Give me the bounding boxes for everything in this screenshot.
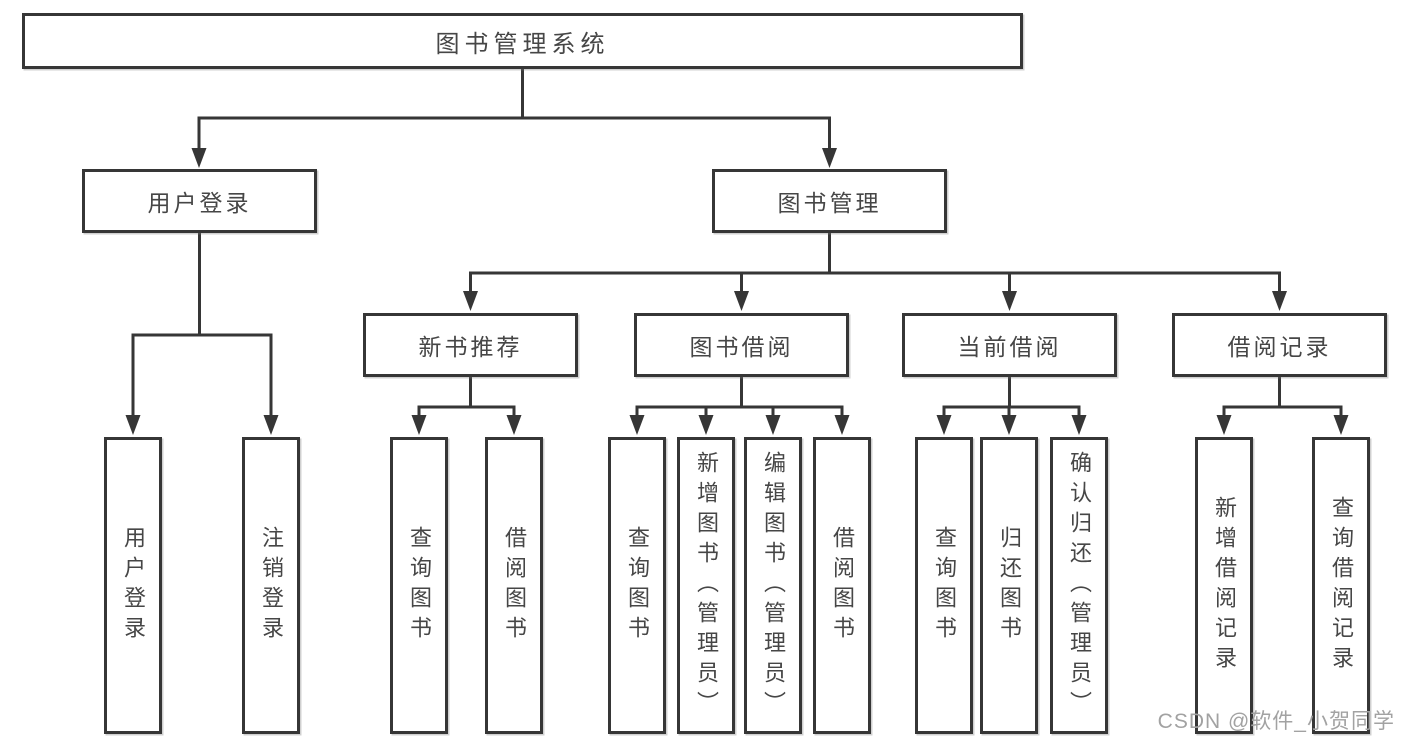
node-current-borrowing: 当前借阅 [902,313,1117,377]
arrow-down-icon [411,415,427,435]
connector-bookmgmt-bar [469,271,1281,294]
leaf-add-books-admin: 新增图书（管理员） [677,437,735,734]
leaf-add-borrow-record: 新增借阅记录 [1195,437,1253,734]
node-borrowing-records: 借阅记录 [1172,313,1387,377]
arrow-down-icon [463,291,478,311]
arrow-down-icon [936,415,952,435]
arrow-down-icon [629,415,645,435]
arrow-down-icon [698,415,714,435]
arrow-down-icon [765,415,781,435]
leaf-borrow-books-recommend: 借阅图书 [485,437,543,734]
connector-borrowing-fork [635,405,844,418]
leaf-confirm-return-admin: 确认归还（管理员） [1050,437,1108,734]
arrow-down-icon [1216,415,1232,435]
connector-root-to-level2 [197,116,831,150]
connector-arrowheads [125,148,1349,435]
connector-recommend-fork [417,405,516,418]
arrow-down-icon [125,415,141,435]
node-new-book-recommend: 新书推荐 [363,313,578,377]
leaf-query-books-current: 查询图书 [915,437,973,734]
connector-current-fork [942,405,1081,418]
arrow-down-icon [506,415,522,435]
leaf-user-login: 用户登录 [104,437,162,734]
arrow-down-icon [191,148,207,168]
node-book-management: 图书管理 [712,169,947,233]
node-root-library-management-system: 图书管理系统 [22,13,1023,69]
arrow-down-icon [263,415,279,435]
arrow-down-icon [1272,291,1287,311]
leaf-logout-login: 注销登录 [242,437,300,734]
csdn-watermark: CSDN @软件_小贺同学 [1157,710,1395,733]
leaf-query-borrow-record: 查询借阅记录 [1312,437,1370,734]
arrow-down-icon [1071,415,1087,435]
arrow-down-icon [1001,415,1017,435]
connector-records-fork [1222,405,1343,418]
leaf-query-books-recommend: 查询图书 [390,437,448,734]
leaf-borrow-books-borrowing: 借阅图书 [813,437,871,734]
connector-userlogin-fork [131,333,273,418]
connector-paths [131,69,1343,418]
arrow-down-icon [734,291,749,311]
arrow-down-icon [1333,415,1349,435]
leaf-query-books-borrowing: 查询图书 [608,437,666,734]
arrow-down-icon [1002,291,1017,311]
node-user-login: 用户登录 [82,169,317,233]
arrow-down-icon [834,415,850,435]
node-book-borrowing: 图书借阅 [634,313,849,377]
leaf-edit-books-admin: 编辑图书（管理员） [744,437,802,734]
leaf-return-books: 归还图书 [980,437,1038,734]
arrow-down-icon [822,148,837,168]
